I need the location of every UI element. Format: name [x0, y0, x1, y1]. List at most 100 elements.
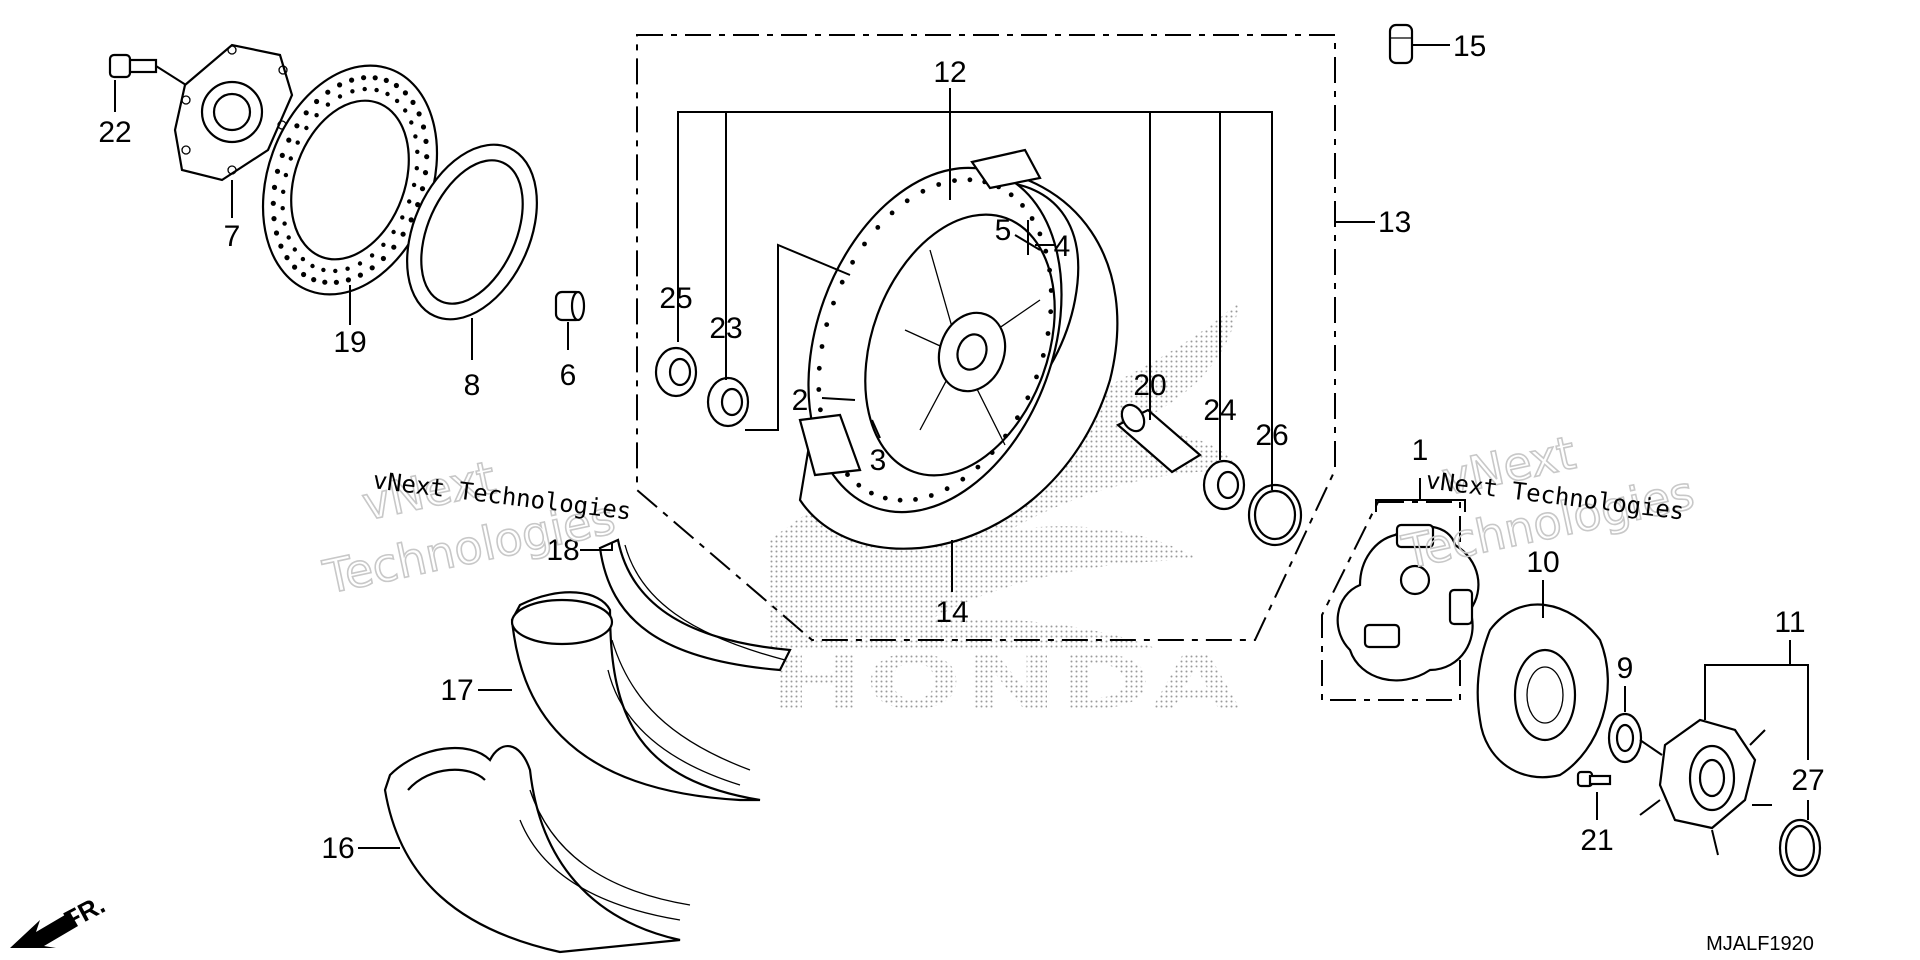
callout-19: 19: [333, 326, 366, 359]
hole-dot: [279, 152, 285, 158]
hole-dot: [385, 91, 390, 97]
hole-dot: [345, 277, 351, 283]
part-23-bearing: [706, 376, 750, 428]
hole-dot: [350, 89, 355, 94]
hole-dot: [960, 476, 966, 482]
hole-dot: [311, 277, 317, 283]
wheel-assembly-boundary: [636, 34, 1336, 641]
hole-dot: [936, 182, 942, 187]
hole-dot: [325, 89, 331, 95]
hole-dot: [408, 217, 414, 223]
hole-dot: [270, 200, 276, 206]
hole-dot: [325, 102, 331, 107]
hole-dot: [280, 206, 285, 211]
callout-4: 4: [1054, 230, 1071, 263]
hole-dot: [928, 493, 934, 498]
callout-2: 2: [792, 384, 809, 417]
hole-dot: [1037, 231, 1043, 237]
hole-dot: [1003, 433, 1008, 439]
part-11-driven-flange: [1639, 700, 1772, 856]
hole-dot: [283, 172, 289, 178]
hole-dot: [850, 259, 855, 265]
hole-dot: [407, 199, 412, 204]
hole-dot: [271, 184, 278, 190]
hole-dot: [1029, 216, 1035, 221]
hole-dot: [952, 178, 957, 184]
part-21-bolt: [1576, 770, 1612, 820]
hole-dot: [824, 322, 830, 327]
part-1-damper-rubbers: [1336, 523, 1480, 682]
hole-dot: [391, 244, 397, 250]
hole-dot: [333, 279, 339, 285]
hole-dot: [369, 253, 375, 258]
hole-dot: [337, 82, 343, 88]
hole-dot: [1015, 415, 1020, 421]
hole-dot: [294, 123, 300, 129]
hole-dot: [286, 235, 291, 240]
hole-dot: [361, 75, 367, 81]
hole-dot: [897, 497, 903, 503]
front-direction-arrow: FR.: [10, 889, 110, 948]
hole-dot: [362, 86, 367, 92]
hole-dot: [816, 365, 822, 371]
hole-dot: [278, 243, 284, 249]
hole-dot: [393, 82, 399, 89]
hole-dot: [1020, 203, 1025, 208]
callout-27: 27: [1791, 764, 1824, 797]
hole-dot: [295, 140, 300, 145]
hole-dot: [292, 264, 298, 270]
hole-dot: [415, 149, 420, 154]
hole-dot: [286, 137, 292, 143]
callout-9: 9: [1617, 652, 1634, 685]
hole-dot: [1040, 353, 1046, 358]
hole-dot: [410, 99, 416, 105]
hole-dot: [423, 138, 429, 144]
part-27-o-ring: [1778, 818, 1822, 878]
callout-11: 11: [1774, 606, 1805, 639]
part-16-tire: [383, 744, 691, 954]
callout-22: 22: [98, 116, 131, 149]
hole-dot: [301, 271, 307, 278]
hole-dot: [391, 229, 396, 235]
hole-dot: [1045, 331, 1051, 336]
part-9-washer: [1607, 686, 1643, 764]
hole-dot: [989, 450, 995, 455]
part-12-rear-wheel: [798, 148, 1119, 550]
hole-dot: [310, 263, 315, 269]
part-19-brake-disc: [261, 64, 439, 325]
hole-dot: [300, 256, 306, 262]
hole-dot: [403, 108, 408, 113]
hole-dot: [400, 215, 405, 220]
hole-dot: [333, 268, 338, 274]
callout-16: 16: [321, 832, 354, 865]
hole-dot: [357, 272, 363, 278]
hole-dot: [369, 265, 375, 271]
hole-dot: [816, 387, 822, 392]
hole-dot: [856, 482, 862, 488]
hole-dot: [882, 495, 888, 501]
hole-dot: [819, 344, 825, 349]
part-18-rim-band: [598, 538, 792, 672]
hole-dot: [416, 111, 422, 117]
callout-5: 5: [995, 214, 1012, 247]
hole-dot: [975, 464, 981, 470]
callout-14: 14: [935, 596, 968, 629]
damper-set-boundary: [1321, 501, 1461, 701]
callout-21: 21: [1580, 824, 1613, 857]
hole-dot: [381, 242, 386, 247]
hole-dot: [349, 77, 355, 83]
hole-dot: [920, 188, 926, 194]
hole-dot: [314, 113, 319, 118]
hole-dot: [1048, 309, 1054, 315]
hole-dot: [1047, 267, 1052, 273]
hole-dot: [839, 279, 845, 285]
hole-dot: [322, 279, 328, 285]
callout-6: 6: [560, 359, 577, 392]
callout-20: 20: [1133, 369, 1166, 402]
hole-dot: [292, 247, 297, 252]
callout-18: 18: [546, 534, 579, 567]
hole-dot: [944, 486, 950, 492]
hole-dot: [411, 182, 417, 188]
hole-dot: [357, 261, 363, 266]
part-6-collar: [554, 290, 586, 350]
